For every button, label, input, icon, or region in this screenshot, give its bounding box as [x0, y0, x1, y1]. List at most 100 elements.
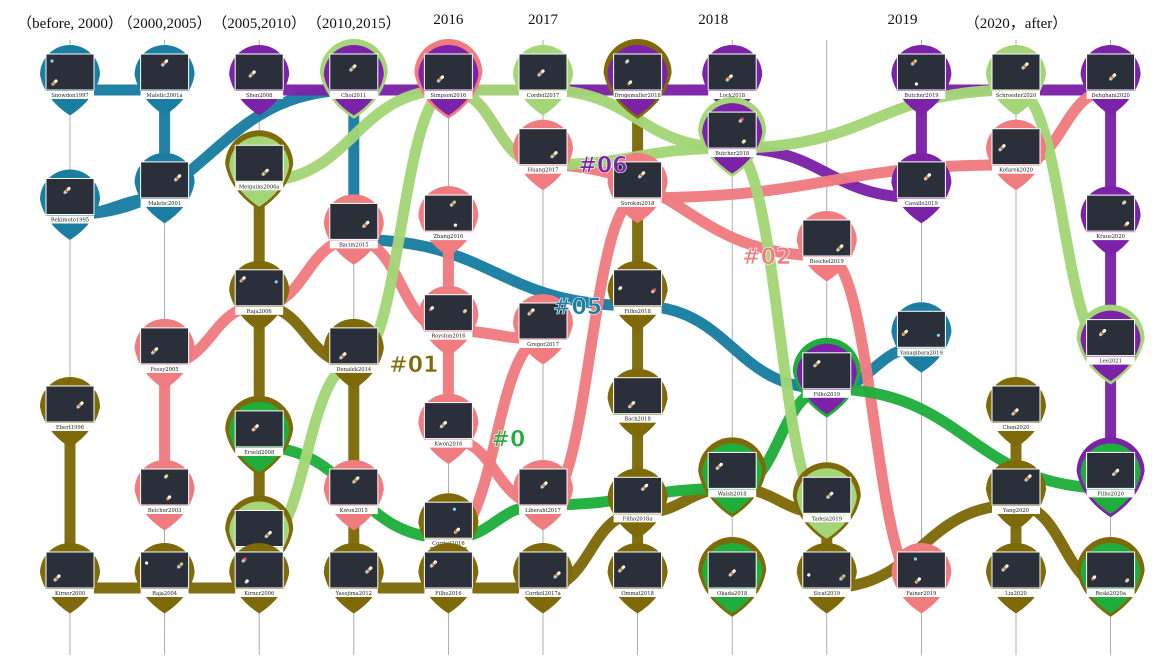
node-caption-bg — [519, 506, 567, 514]
paper-node[interactable]: Kirner2006 — [229, 542, 290, 614]
node-caption-bg — [140, 506, 189, 514]
node-label: Cordeil2017 — [527, 93, 559, 99]
thumbnail-detail — [1103, 329, 1107, 333]
node-thumbnail — [329, 468, 379, 506]
paper-node[interactable]: Gregor2017 — [513, 294, 573, 365]
thumbnail-detail — [1015, 408, 1019, 412]
paper-node[interactable]: Dehghani2020 — [1080, 45, 1141, 116]
paper-node[interactable]: Reski2020a — [1076, 537, 1145, 617]
paper-node[interactable]: Kwon2016 — [418, 393, 479, 465]
paper-node[interactable]: Butcher2019 — [891, 45, 952, 116]
node-thumbnail — [896, 551, 946, 589]
paper-node[interactable]: Filho2016 — [418, 543, 479, 614]
paper-node[interactable]: Lee2021 — [1076, 304, 1145, 385]
node-thumbnail — [140, 53, 190, 91]
paper-node[interactable]: Shen2008 — [229, 44, 290, 116]
paper-node[interactable]: Drogemuller2018 — [603, 38, 672, 119]
node-thumbnail — [140, 161, 190, 199]
node-label: Sicat2019 — [814, 591, 841, 597]
paper-node[interactable]: Rekimoto1995 — [40, 169, 100, 240]
thumbnail-detail — [914, 82, 919, 86]
paper-node[interactable]: Bacim2015 — [323, 194, 384, 265]
paper-node[interactable]: Butcher2018 — [698, 97, 767, 177]
paper-node[interactable]: Liu2020 — [986, 543, 1046, 614]
paper-node[interactable]: Belcher2003 — [134, 460, 195, 531]
paper-node[interactable]: Kirner2000 — [40, 543, 100, 614]
thumbnail-detail — [541, 69, 545, 73]
node-caption-bg — [424, 91, 473, 99]
thumbnail-detail — [245, 579, 249, 583]
node-label: Lock2018 — [719, 93, 745, 99]
thumbnail-detail — [57, 574, 61, 578]
thumbnail-detail — [1116, 468, 1120, 472]
paper-node[interactable]: Fessy2005 — [134, 318, 195, 390]
node-caption-bg — [613, 306, 662, 315]
paper-node[interactable]: Tadeja2019 — [792, 462, 861, 543]
paper-node[interactable]: Yasojima2012 — [323, 543, 384, 614]
paper-node[interactable]: Yanagibara2019 — [891, 302, 952, 373]
paper-node[interactable]: Walsh2018 — [698, 437, 767, 518]
paper-node[interactable]: Raja2006 — [229, 260, 290, 332]
node-label: Filho2016 — [435, 591, 462, 597]
paper-node[interactable]: Huang2017 — [513, 119, 573, 191]
thumbnail-detail — [356, 476, 360, 480]
node-thumbnail — [423, 294, 473, 332]
thumbnail-detail — [642, 171, 646, 175]
node-thumbnail — [896, 161, 946, 199]
paper-node[interactable]: Okada2018 — [698, 537, 767, 617]
thumbnail-detail — [452, 200, 456, 204]
paper-node[interactable]: Choi2011 — [319, 38, 388, 119]
paper-node[interactable]: Raja2004 — [134, 543, 195, 614]
paper-node[interactable]: Snowdon1997 — [40, 45, 100, 116]
paper-node[interactable]: Royston2016 — [418, 285, 479, 357]
paper-node[interactable]: Maletic2001 — [134, 152, 195, 224]
paper-node[interactable]: Kwon2015 — [323, 460, 384, 531]
paper-node[interactable]: Ommat2018 — [607, 543, 668, 614]
paper-node[interactable]: Lock2018 — [702, 45, 763, 116]
paper-node[interactable]: Donalek2014 — [323, 318, 384, 390]
node-thumbnail — [234, 269, 284, 307]
node-caption-bg — [992, 589, 1040, 597]
paper-node[interactable]: Kofarek2020 — [986, 119, 1046, 191]
paper-node[interactable]: Filho2020 — [1076, 437, 1145, 518]
paper-node[interactable]: Sorokin2018 — [607, 152, 668, 224]
thumbnail-detail — [807, 573, 811, 577]
period-label: 2017 — [528, 12, 558, 28]
node-thumbnail — [896, 310, 946, 348]
paper-node[interactable]: Liberaht2017 — [513, 460, 573, 531]
thumbnail-detail — [927, 173, 932, 177]
thumbnail-detail — [842, 574, 846, 578]
thumbnail-detail — [645, 483, 649, 487]
paper-node[interactable]: Maletic2001a — [134, 45, 195, 116]
period-label: 2019 — [887, 12, 918, 28]
paper-node[interactable]: Cordeil2017a — [513, 543, 573, 614]
paper-node[interactable]: Buschel2019 — [796, 211, 857, 282]
paper-node[interactable]: Schroeder2020 — [986, 45, 1046, 116]
node-thumbnail — [1086, 194, 1136, 232]
paper-node[interactable]: Filho2019 — [792, 337, 861, 418]
thumbnail-detail — [180, 562, 184, 566]
thumbnail-detail — [343, 352, 347, 356]
paper-node[interactable]: Kraus2020 — [1080, 186, 1141, 257]
paper-node[interactable]: Zhang2016 — [418, 186, 479, 257]
thumbnail-detail — [168, 495, 172, 499]
thumbnail-detail — [366, 220, 370, 224]
node-label: Fainer2019 — [906, 591, 936, 597]
paper-node[interactable]: Sicat2019 — [796, 543, 857, 614]
node-caption-bg — [329, 589, 378, 597]
paper-node[interactable]: Chen2020 — [986, 377, 1046, 448]
paper-node[interactable]: Filho2018a — [607, 468, 668, 539]
paper-node[interactable]: Bach2018 — [607, 368, 668, 440]
paper-node[interactable]: Simpson2016 — [414, 38, 483, 119]
paper-node[interactable]: Fainer2019 — [891, 543, 952, 614]
paper-node[interactable]: Erseld2008 — [225, 395, 294, 476]
paper-node[interactable]: Cordeil2017 — [513, 45, 573, 116]
paper-node[interactable]: Meiguins2006a — [225, 130, 294, 211]
paper-node[interactable]: Cavallo2019 — [891, 152, 952, 224]
thumbnail-detail — [1126, 578, 1130, 582]
node-label: Schroeder2020 — [996, 93, 1037, 99]
paper-node[interactable]: Ebert1996 — [40, 377, 100, 448]
paper-node[interactable]: Yang2020 — [986, 460, 1046, 531]
paper-node[interactable]: Filho2018 — [607, 260, 668, 332]
